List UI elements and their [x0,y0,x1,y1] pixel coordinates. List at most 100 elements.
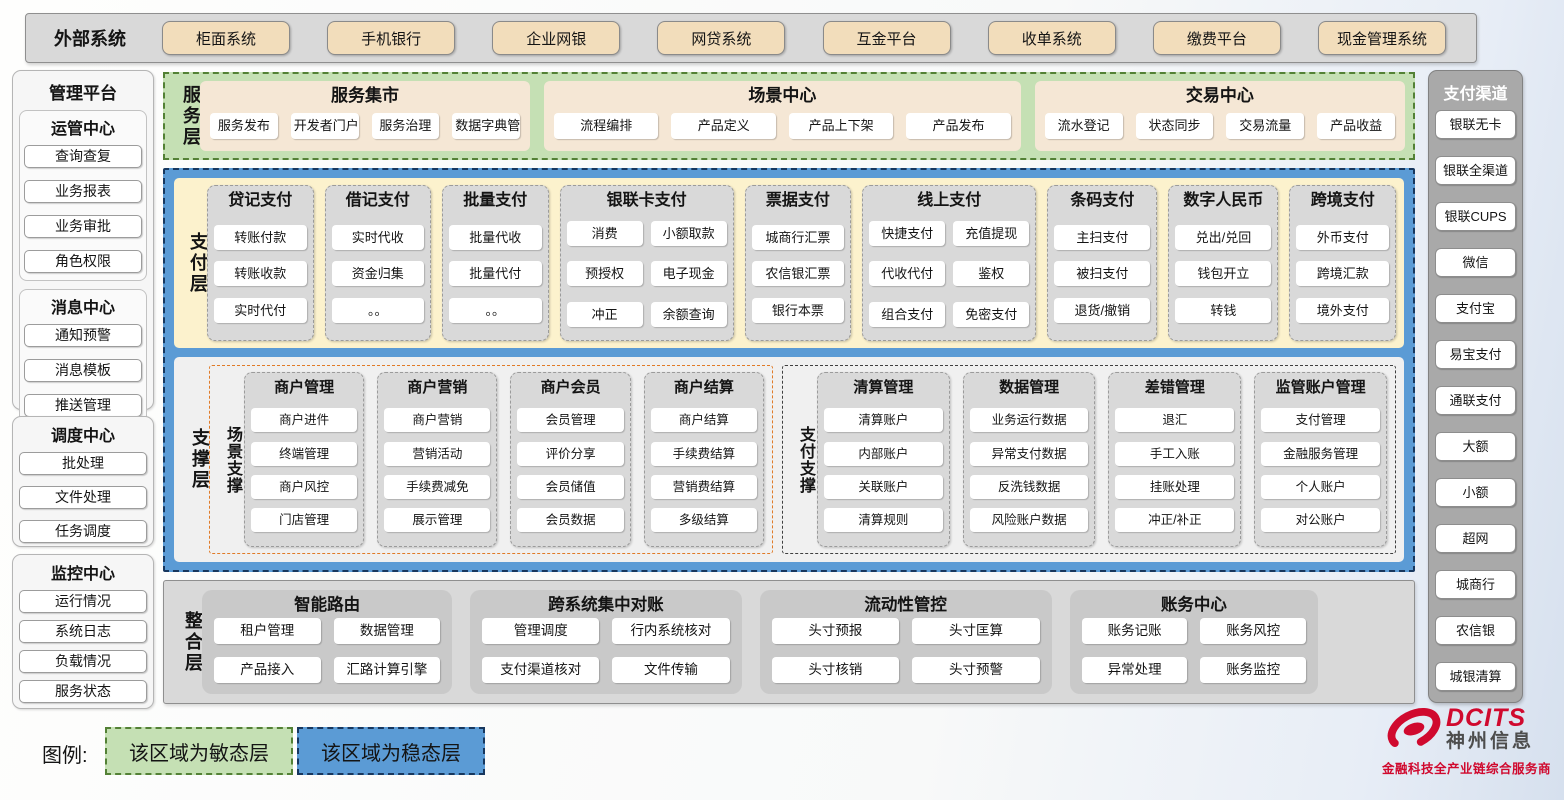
payment-item-box: 实时代收 [331,224,425,250]
support-item-box: 会员数据 [517,507,624,532]
external-system-box: 互金平台 [822,21,951,55]
payment-item-box: 境外支付 [1296,297,1389,323]
logo-text: DCITS 神州信息 [1446,705,1535,753]
legend-label: 图例: [42,745,88,767]
payment-channels-title: 支付渠道 [1443,86,1508,103]
support-group-regulatory-account-mgmt: 监管账户管理 支付管理金融服务管理个人账户对公账户 [1254,372,1388,547]
panel-cross-system-reconciliation: 跨系统集中对账 管理调度行内系统核对支付渠道核对文件传输 [470,590,742,694]
management-item-box: 负载情况 [19,650,147,673]
integration-item-box: 汇路计算引擎 [333,656,441,683]
payment-item-box: 转钱 [1175,297,1272,323]
payment-item-box: 预授权 [566,261,643,287]
payment-item-box: 主扫支付 [1054,224,1151,250]
group-title: 数据管理 [999,379,1060,397]
support-item-box: 商户营销 [384,408,491,433]
support-group-merchant-mgmt: 商户管理 商户进件终端管理商户风控门店管理 [244,372,365,547]
support-item-box: 对公账户 [1261,507,1381,532]
section-columns: 商户管理 商户进件终端管理商户风控门店管理 商户营销 商户营销营销活动手续费减免… [244,372,764,547]
payment-item-box: 消费 [566,220,643,246]
integration-item-box: 头寸预报 [771,618,900,644]
payment-item-box: 钱包开立 [1175,261,1272,287]
support-item-box: 个人账户 [1261,474,1381,499]
support-item-box: 手续费结算 [650,441,757,466]
dcits-swirl-icon [1387,707,1441,751]
support-item-box: 会员储值 [517,474,624,499]
payment-columns: 贷记支付 转账付款转账收款实时代付 借记支付 实时代收资金归集。。 批量支付 批… [207,185,1396,342]
panel-title: 场景中心 [748,86,817,105]
group-items: 批量代收批量代付。。 [449,213,542,334]
payment-item-box: 电子现金 [650,261,727,287]
support-item-box: 展示管理 [384,507,491,532]
payment-channel-box: 大额 [1435,432,1516,461]
support-group-data-mgmt: 数据管理 业务运行数据异常支付数据反洗钱数据风险账户数据 [962,372,1096,547]
external-systems-bar: 外部系统 柜面系统手机银行企业网银网贷系统互金平台收单系统缴费平台现金管理系统 [25,13,1477,63]
payment-layer: 支付层 贷记支付 转账付款转账收款实时代付 借记支付 实时代收资金归集。。 批量… [174,178,1404,349]
support-item-box: 反洗钱数据 [969,474,1089,499]
panel-liquidity-control: 流动性管控 头寸预报头寸匡算头寸核销头寸预警 [759,590,1052,694]
management-item-box: 服务状态 [19,680,147,703]
panel-title: 跨系统集中对账 [548,596,664,614]
payment-channel-box: 易宝支付 [1435,340,1516,369]
group-items: 城商行汇票农信银汇票银行本票 [751,213,845,334]
panel-smart-routing: 智能路由 租户管理数据管理产品接入汇路计算引擎 [202,590,453,694]
panel-title: 智能路由 [294,596,361,614]
support-layer-label: 支撑层 [190,428,210,492]
service-item-box: 产品收益 [1317,113,1395,139]
integration-item-box: 账务记账 [1081,618,1188,644]
group-items: 商户结算手续费结算营销费结算多级结算 [650,399,757,541]
group-title: 消息中心 [50,300,115,317]
payment-channel-box: 城银清算 [1435,662,1516,691]
payment-channel-box: 农信银 [1435,616,1516,645]
integration-item-box: 头寸匡算 [912,618,1040,644]
management-platform-sidebar: 管理平台 运管中心 查询查复业务报表业务审批角色权限 消息中心 通知预警消息模板… [12,70,154,709]
payment-item-box: 银行本票 [751,297,845,323]
service-layer-label: 服务层 [181,84,201,148]
support-item-box: 会员管理 [517,408,624,433]
service-layer: 服务层 服务集市 服务发布开发者门户服务治理数据字典管理 场景中心 流程编排产品… [163,72,1415,160]
section-columns: 清算管理 清算账户内部账户关联账户清算规则 数据管理 业务运行数据异常支付数据反… [816,372,1388,547]
external-system-box: 手机银行 [327,21,456,55]
management-item-box: 业务审批 [24,215,142,238]
panel-title: 流动性管控 [864,596,947,614]
support-item-box: 挂账处理 [1115,474,1235,499]
support-item-box: 清算规则 [823,507,943,532]
integration-item-box: 文件传输 [612,656,730,683]
payment-channel-box: 支付宝 [1435,294,1516,323]
management-item-box: 系统日志 [19,620,147,643]
panel-title: 服务集市 [331,86,400,105]
group-items: 通知预警消息模板推送管理 [24,324,142,417]
group-items: 快捷支付充值提现代收代付鉴权组合支付免密支付 [869,213,1030,334]
group-items: 清算账户内部账户关联账户清算规则 [823,399,943,541]
payment-item-box: 资金归集 [331,261,425,287]
external-system-box: 网贷系统 [657,21,786,55]
management-item-box: 任务调度 [19,520,147,543]
panel-accounting-center: 账务中心 账务记账账务风控异常处理账务监控 [1069,590,1318,694]
group-message-center: 消息中心 通知预警消息模板推送管理 [19,289,147,425]
management-item-box: 运行情况 [19,590,147,613]
payment-item-box: 退货/撤销 [1054,297,1151,323]
integration-item-box: 支付渠道核对 [482,656,600,683]
payment-item-box: 。。 [449,297,542,323]
support-item-box: 支付管理 [1261,408,1381,433]
group-title: 银联卡支付 [606,192,687,209]
payment-channel-box: 银联无卡 [1435,110,1516,139]
support-item-box: 手工入账 [1115,441,1235,466]
payment-channel-box: 银联全渠道 [1435,156,1516,185]
payment-item-box: 充值提现 [953,220,1030,246]
logo-brand-cn: 神州信息 [1446,730,1535,752]
panel-items: 流程编排产品定义产品上下架产品发布 [554,108,1011,144]
integration-item-box: 数据管理 [333,618,441,644]
external-system-box: 企业网银 [492,21,621,55]
payment-channel-box: 小额 [1435,478,1516,507]
payment-group-barcode: 条码支付 主扫支付被扫支付退货/撤销 [1047,185,1158,342]
payment-item-box: 冲正 [566,301,643,327]
payment-channel-box: 城商行 [1435,570,1516,599]
legend-agile-layer: 该区域为敏态层 [105,727,293,775]
management-item-box: 查询查复 [24,145,142,168]
group-items: 支付管理金融服务管理个人账户对公账户 [1261,399,1381,541]
management-item-box: 消息模板 [24,359,142,382]
payment-item-box: 。。 [331,297,425,323]
integration-item-box: 管理调度 [482,618,600,644]
